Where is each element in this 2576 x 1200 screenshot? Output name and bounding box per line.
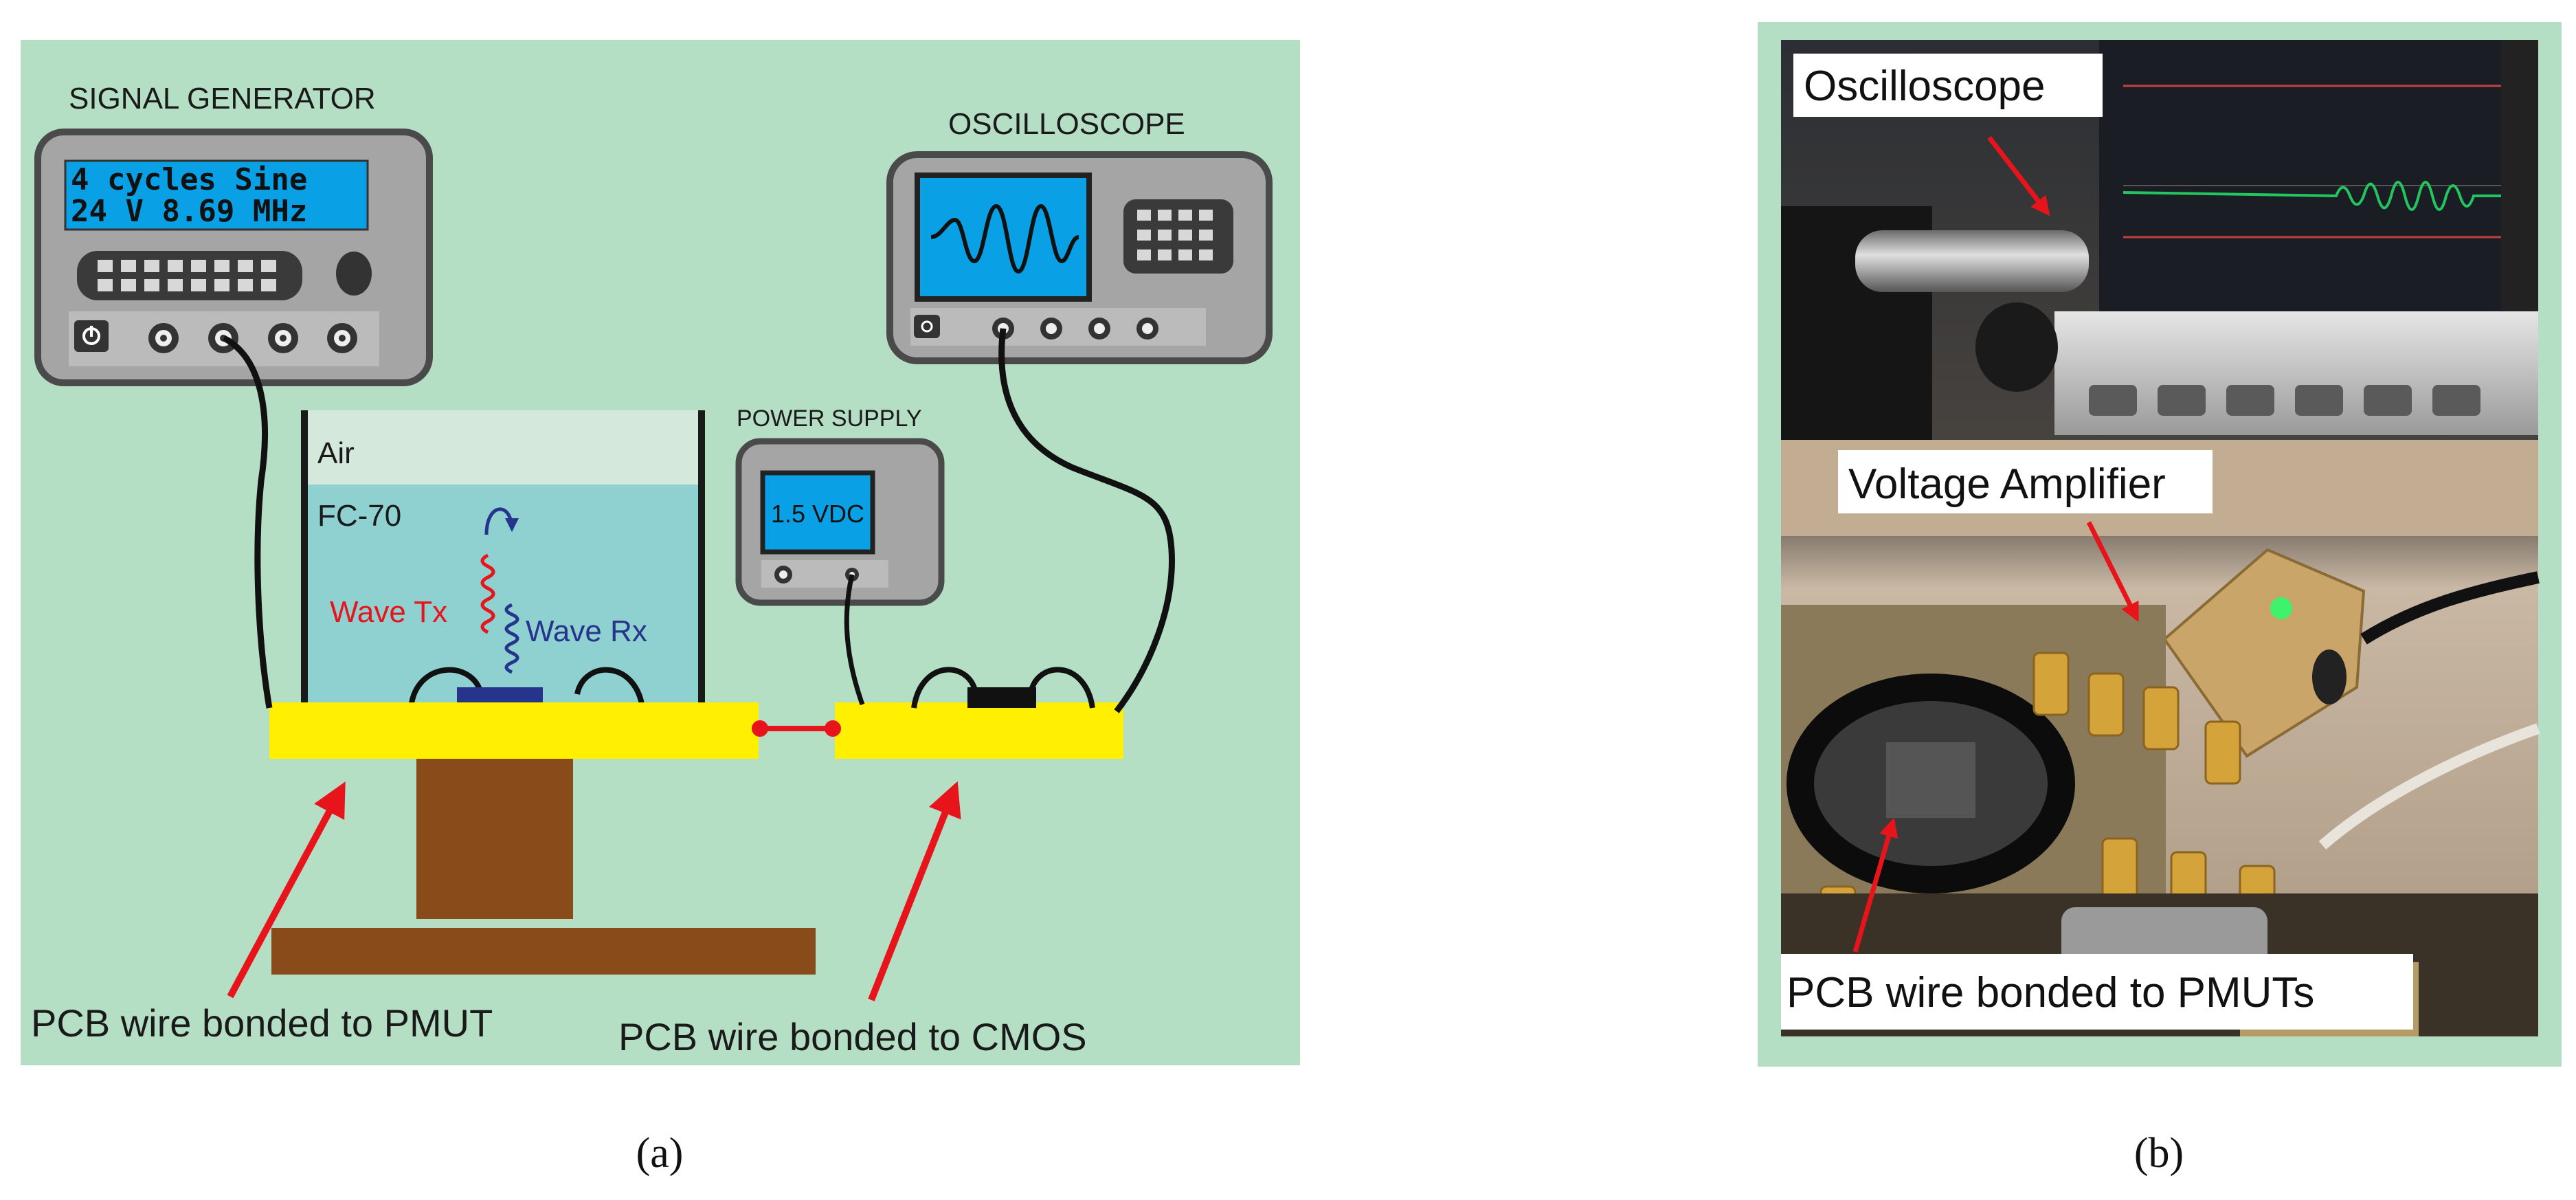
wave-tx-squiggle	[480, 553, 495, 634]
wave-rx-squiggle	[504, 603, 519, 674]
pcb-pmut-label: PCB wire bonded to PMUT	[31, 1001, 493, 1045]
signal-generator-display	[64, 159, 369, 231]
photo-oscilloscope-label: Oscilloscope	[1804, 63, 2045, 110]
signal-generator-knob	[336, 252, 372, 296]
signal-generator-display-line1: 4 cycles Sine	[71, 162, 307, 197]
panel-a: SIGNAL GENERATOR 4 cycles Sine 24 V 8.69…	[21, 40, 1300, 1065]
oscilloscope: OSCILLOSCOPE	[886, 107, 1273, 364]
stand-base	[271, 928, 816, 975]
oscilloscope-title: OSCILLOSCOPE	[948, 107, 1185, 141]
photo-probe-barrel	[1855, 230, 2089, 292]
fluid-label: FC-70	[317, 499, 401, 533]
panel-b: Oscilloscope Voltage Amplifier PCB wire …	[1758, 22, 2562, 1067]
photo-amplifier-label: Voltage Amplifier	[1848, 460, 2166, 508]
oscilloscope-waveform	[930, 203, 1080, 274]
cmos-chip	[967, 687, 1036, 708]
signal-generator-connectors	[148, 323, 357, 353]
panel-a-caption: (a)	[636, 1130, 684, 1177]
pcb-cmos-arrow	[868, 781, 961, 1001]
fluid-region	[304, 485, 702, 709]
reflection-arrow-icon	[484, 507, 519, 535]
pcb-cmos	[835, 702, 1123, 759]
signal-generator-keys	[98, 260, 276, 291]
lab-photo	[1781, 40, 2540, 1036]
oscilloscope-connectors	[992, 318, 1158, 340]
photo-oscilloscope-arrow	[1987, 135, 2050, 216]
pmut-bond-wires	[408, 667, 645, 709]
signal-generator-display-line2: 24 V 8.69 MHz	[71, 194, 307, 229]
pcb-cmos-label: PCB wire bonded to CMOS	[618, 1015, 1087, 1058]
photo-scope-trace	[2123, 181, 2501, 211]
pcb-pmut-arrow	[227, 781, 346, 999]
photo-pcb-label: PCB wire bonded to PMUTs	[1787, 969, 2314, 1016]
power-supply-display	[760, 470, 875, 555]
photo-amplifier-arrow	[2086, 521, 2140, 623]
oscilloscope-screen	[915, 173, 1092, 302]
stand-column	[416, 751, 573, 919]
oscilloscope-cable	[998, 328, 1175, 713]
panel-b-caption: (b)	[2134, 1130, 2184, 1177]
wave-tx-label: Wave Tx	[330, 595, 447, 629]
photo-pcb-arrow	[1852, 817, 1899, 953]
signal-generator-title: SIGNAL GENERATOR	[69, 82, 376, 115]
power-supply-title: POWER SUPPLY	[737, 405, 922, 432]
signal-generator-cable	[222, 335, 273, 709]
fluid-tank: Air FC-70 Wave Tx Wave Rx	[301, 410, 705, 709]
signal-generator: SIGNAL GENERATOR 4 cycles Sine 24 V 8.69…	[34, 82, 433, 386]
power-supply-display-text: 1.5 VDC	[771, 500, 864, 528]
pcb-pmut	[269, 702, 759, 759]
wave-rx-label: Wave Rx	[526, 614, 647, 648]
cmos-bond-wires	[911, 667, 1095, 709]
photo-scope-screen	[2099, 40, 2538, 311]
air-region	[304, 410, 702, 485]
air-label: Air	[317, 436, 355, 470]
power-supply-cable	[844, 574, 865, 706]
signal-generator-keypad	[77, 251, 302, 300]
